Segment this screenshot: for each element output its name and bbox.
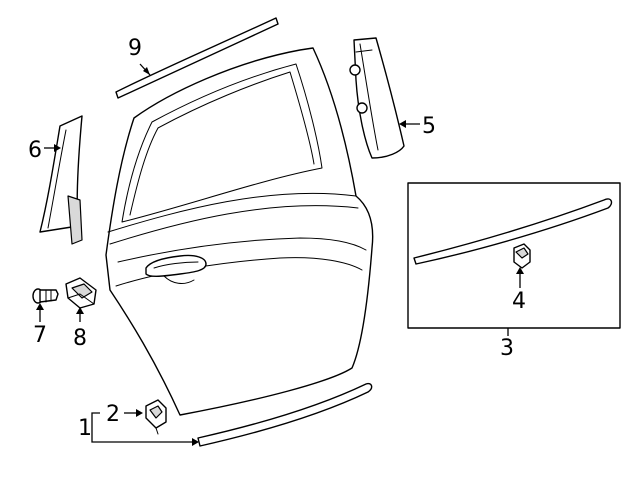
callout-2: 2 — [106, 402, 120, 427]
part-7-screw — [32, 288, 59, 304]
callout-6: 6 — [28, 138, 42, 163]
part-8-clip — [65, 277, 97, 309]
callout-5: 5 — [422, 114, 436, 139]
callout-9: 9 — [128, 36, 142, 61]
callout-3: 3 — [500, 336, 514, 361]
callout-7: 7 — [33, 323, 47, 348]
callout-labels: 9 5 6 7 8 4 3 2 1 — [28, 36, 526, 441]
part-4-clip — [513, 243, 531, 269]
part-9-moulding — [115, 17, 279, 99]
part-1-rocker-moulding — [197, 382, 373, 447]
part-6-garnish — [39, 115, 83, 245]
rear-door-shell — [105, 47, 374, 416]
door-handle — [145, 254, 207, 284]
leader-lines — [36, 63, 524, 446]
part-2-clip — [145, 399, 167, 435]
part-5-pillar-trim — [349, 37, 405, 159]
callout-1: 1 — [78, 416, 92, 441]
callout-8: 8 — [73, 326, 87, 351]
callout-4: 4 — [512, 289, 526, 314]
